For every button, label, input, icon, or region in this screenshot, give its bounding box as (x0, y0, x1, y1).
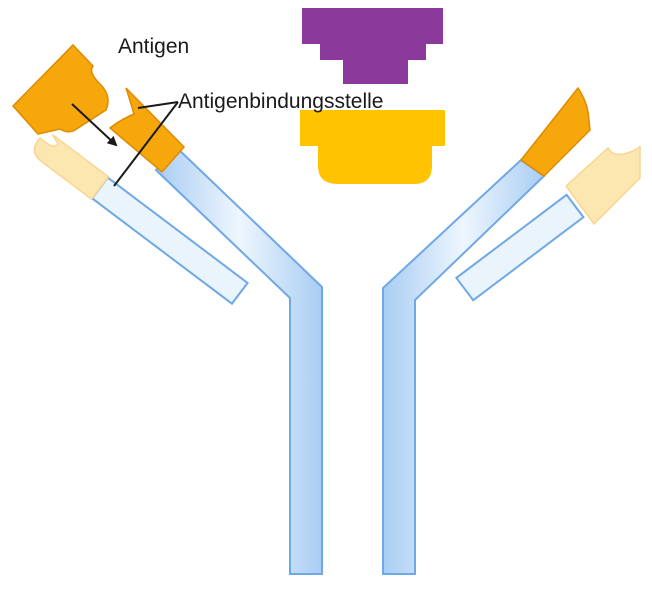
right-heavy-binding-tip (519, 86, 591, 177)
left-heavy-binding-tip (108, 87, 186, 174)
binding-site-pointer-line-1 (137, 101, 179, 109)
right-light-binding-region (564, 145, 641, 226)
right-light-chain (454, 193, 585, 302)
antigen-shape (11, 43, 109, 135)
binding-site-pointer-line-2 (113, 101, 179, 187)
antigen-label: Antigen (118, 35, 189, 58)
left-heavy-chain (154, 145, 323, 575)
binding-site-label: Antigenbindungsstelle (178, 90, 384, 113)
left-light-binding-region (33, 134, 110, 201)
antigen-arrow (71, 103, 118, 147)
yellow-protein-shape (300, 110, 445, 184)
right-heavy-chain (382, 158, 546, 575)
purple-protein-shape (302, 8, 443, 84)
